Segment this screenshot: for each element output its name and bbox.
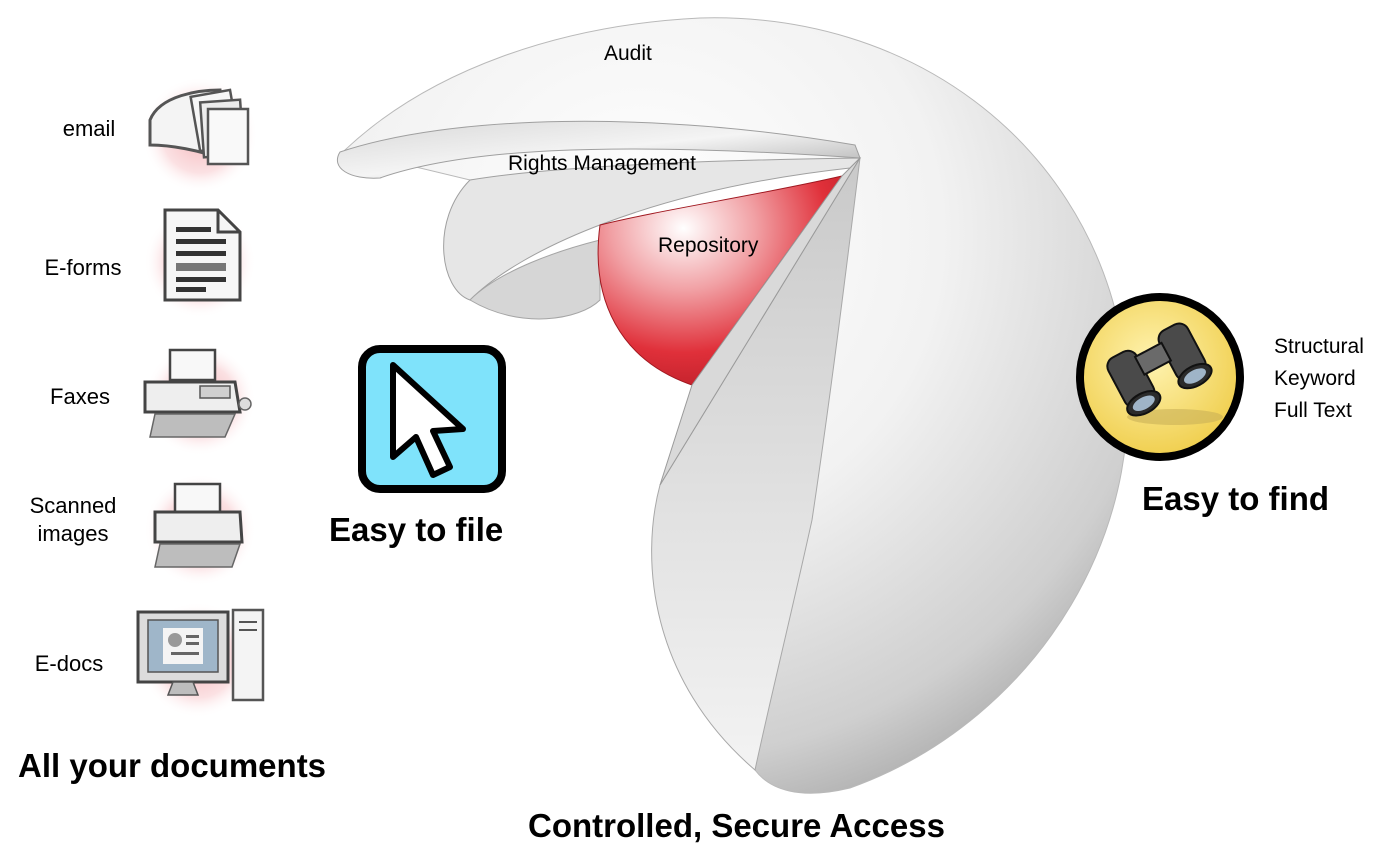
source-label-email: email xyxy=(62,116,116,141)
audit-shell-rim xyxy=(337,120,861,179)
find-caption: Easy to find xyxy=(1142,480,1330,517)
file-caption: Easy to file xyxy=(329,511,504,548)
source-label-faxes: Faxes xyxy=(50,384,110,409)
layer-label-repository: Repository xyxy=(658,234,759,257)
rights-management-shell xyxy=(443,157,862,301)
email-stack-icon xyxy=(142,77,258,193)
search-type-structural: Structural xyxy=(1274,335,1364,358)
source-label-edocs: E-docs xyxy=(34,651,104,676)
search-type-keyword: Keyword xyxy=(1274,367,1356,390)
source-label-eforms: E-forms xyxy=(44,255,122,280)
binoculars-icon xyxy=(1076,293,1244,461)
sphere-caption: Controlled, Secure Access xyxy=(528,807,945,844)
fax-machine-icon xyxy=(143,344,256,456)
search-type-list: Structural Keyword Full Text xyxy=(1274,331,1364,427)
source-label-scanned-images: Scanned images xyxy=(29,493,117,546)
form-document-icon xyxy=(144,206,256,318)
sources-caption: All your documents xyxy=(18,747,327,784)
layer-label-rights-management: Rights Management xyxy=(508,152,696,175)
desktop-computer-icon xyxy=(136,602,265,718)
sphere-cut-face xyxy=(651,157,861,771)
scanner-icon xyxy=(144,474,256,586)
cursor-arrow-icon xyxy=(358,345,506,493)
search-type-full-text: Full Text xyxy=(1274,399,1352,422)
inner-slope xyxy=(659,157,861,486)
layer-label-audit: Audit xyxy=(604,42,652,65)
